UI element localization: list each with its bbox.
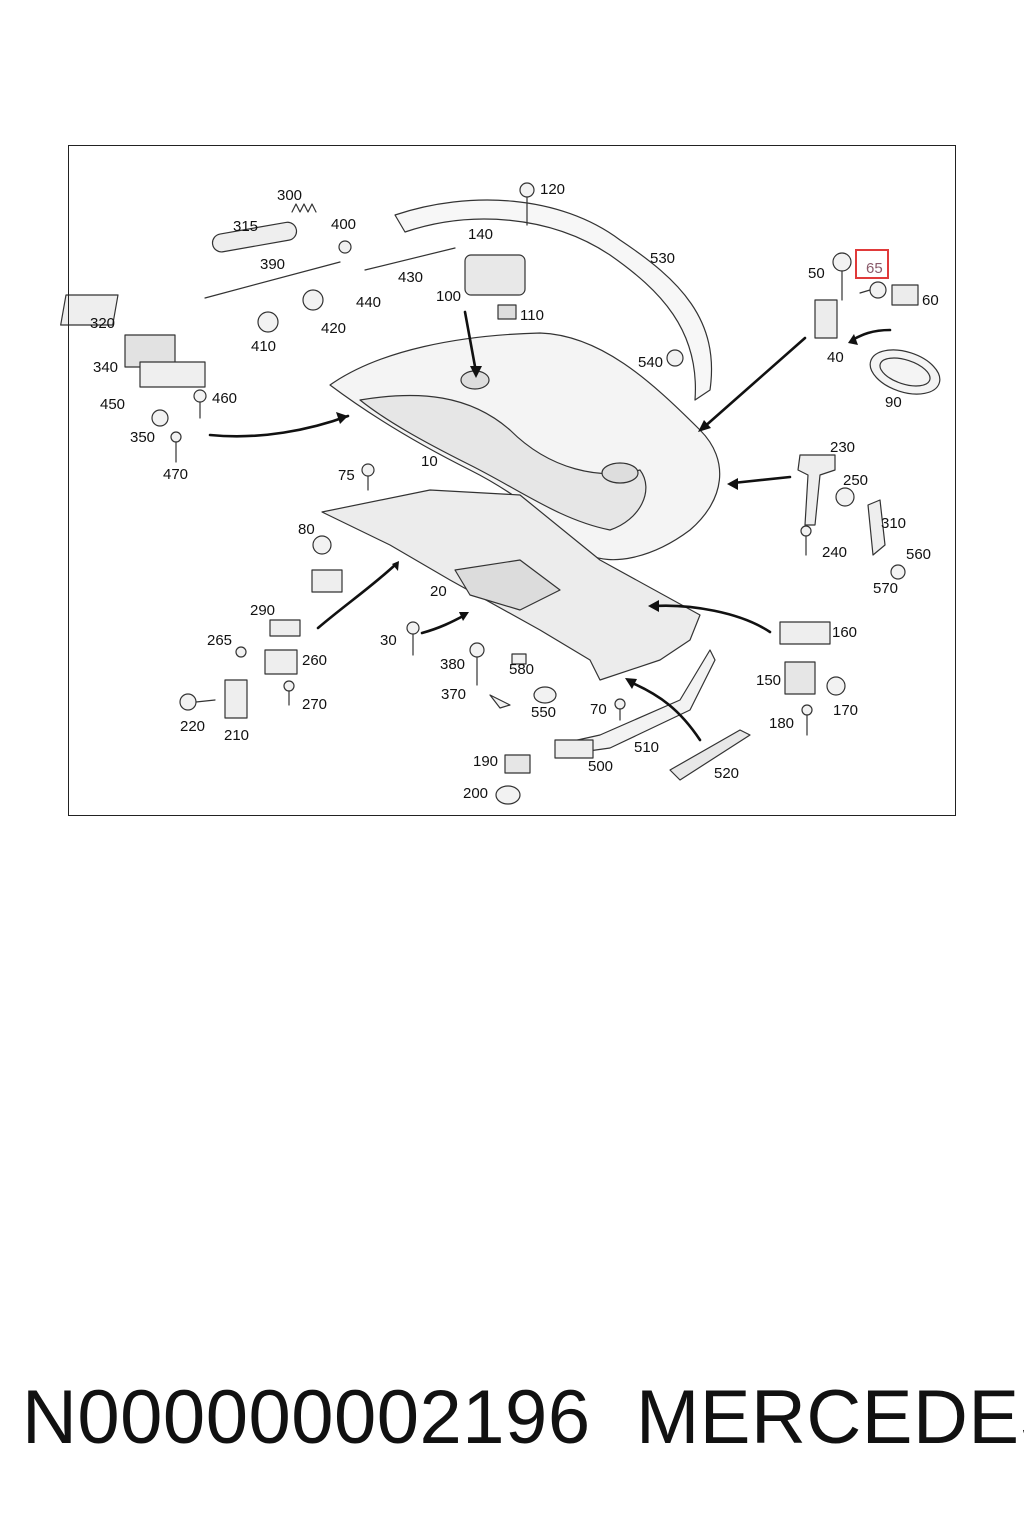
spring-300 [291, 203, 317, 213]
callout-label-70: 70 [590, 701, 607, 718]
bracket-60 [891, 284, 919, 306]
callout-label-40: 40 [827, 349, 844, 366]
callout-label-420: 420 [321, 320, 347, 337]
bracket-40 [814, 299, 838, 339]
callout-label-20: 20 [430, 583, 447, 600]
part-number-caption: N000000002196 [22, 1375, 591, 1460]
callout-label-250: 250 [843, 472, 869, 489]
cable-390 [204, 261, 341, 299]
callout-label-300: 300 [277, 187, 303, 204]
callout-label-290: 290 [250, 602, 276, 619]
callout-label-220: 220 [180, 718, 206, 735]
weather-strip-530 [394, 199, 713, 401]
callout-label-320: 320 [90, 315, 116, 332]
callout-label-240: 240 [822, 544, 848, 561]
bracket-80-left [311, 569, 343, 593]
callout-label-520: 520 [714, 765, 740, 782]
callout-label-200: 200 [463, 785, 489, 802]
latch-150 [784, 661, 816, 695]
bracket-290 [269, 619, 301, 637]
diagram-frame [68, 145, 956, 816]
highlight-box [855, 249, 889, 279]
callout-label-60: 60 [922, 292, 939, 309]
callout-label-570: 570 [873, 580, 899, 597]
callout-label-530: 530 [650, 250, 676, 267]
arrow-to-lid-right [701, 336, 807, 430]
callout-label-30: 30 [380, 632, 397, 649]
callout-label-75: 75 [338, 467, 355, 484]
hinge-230 [797, 454, 836, 526]
callout-label-580: 580 [509, 661, 535, 678]
callout-label-370: 370 [441, 686, 467, 703]
arrow-hinge [731, 475, 792, 485]
latch-310 [867, 499, 886, 556]
arrow-frame-left [316, 563, 397, 630]
trunk-lid-hole-right [601, 462, 639, 484]
callout-label-540: 540 [638, 354, 664, 371]
callout-label-110: 110 [520, 307, 544, 324]
callout-label-310: 310 [881, 515, 907, 532]
callout-label-460: 460 [212, 390, 238, 407]
callout-label-450: 450 [100, 396, 126, 413]
callout-label-90: 90 [885, 394, 902, 411]
bracket-460-plate [139, 361, 206, 388]
hinge-210 [224, 679, 248, 719]
callout-label-120: 120 [540, 181, 566, 198]
callout-label-410: 410 [251, 338, 277, 355]
callout-label-560: 560 [906, 546, 932, 563]
trunk-lid-inner-recess [359, 394, 647, 531]
hinge-260 [264, 649, 298, 675]
callout-label-390: 390 [260, 256, 286, 273]
callout-label-380: 380 [440, 656, 466, 673]
arrow-strip [628, 680, 702, 742]
guide-160 [779, 621, 831, 645]
callout-label-470: 470 [163, 466, 189, 483]
callout-label-340: 340 [93, 359, 119, 376]
bolts [151, 182, 906, 805]
trim-strip-520 [669, 729, 751, 781]
holder-500 [554, 739, 594, 759]
callout-label-160: 160 [832, 624, 858, 641]
callout-label-210: 210 [224, 727, 250, 744]
rod-315 [211, 221, 298, 253]
seal-ring-90 [869, 349, 941, 395]
callout-label-315: 315 [233, 218, 259, 235]
callout-label-230: 230 [830, 439, 856, 456]
brand-caption: MERCEDES [636, 1375, 1024, 1460]
arrow-guide [652, 604, 772, 634]
inner-frame-cutout [454, 559, 561, 611]
callout-label-260: 260 [302, 652, 328, 669]
callout-label-140: 140 [468, 226, 494, 243]
clip-110 [497, 304, 517, 320]
callout-label-100: 100 [436, 288, 462, 305]
callout-label-150: 150 [756, 672, 782, 689]
callout-label-500: 500 [588, 758, 614, 775]
callout-label-65: 65 [866, 260, 883, 277]
callout-label-400: 400 [331, 216, 357, 233]
arrow-to-lid-left [208, 414, 350, 438]
cable-430 [364, 247, 456, 271]
callout-label-510: 510 [634, 739, 660, 756]
callout-label-180: 180 [769, 715, 795, 732]
pad-320 [60, 294, 119, 326]
callout-label-50: 50 [808, 265, 825, 282]
callout-label-440: 440 [356, 294, 382, 311]
callout-label-350: 350 [130, 429, 156, 446]
callout-label-190: 190 [473, 753, 499, 770]
buffer-190 [504, 754, 531, 774]
callout-label-270: 270 [302, 696, 328, 713]
callout-label-550: 550 [531, 704, 557, 721]
callout-label-265: 265 [207, 632, 233, 649]
callout-label-430: 430 [398, 269, 424, 286]
callout-label-80: 80 [298, 521, 315, 538]
arrow-lock-down [463, 310, 478, 374]
callout-label-170: 170 [833, 702, 859, 719]
lock-100 [464, 254, 526, 296]
callout-label-10: 10 [421, 453, 438, 470]
